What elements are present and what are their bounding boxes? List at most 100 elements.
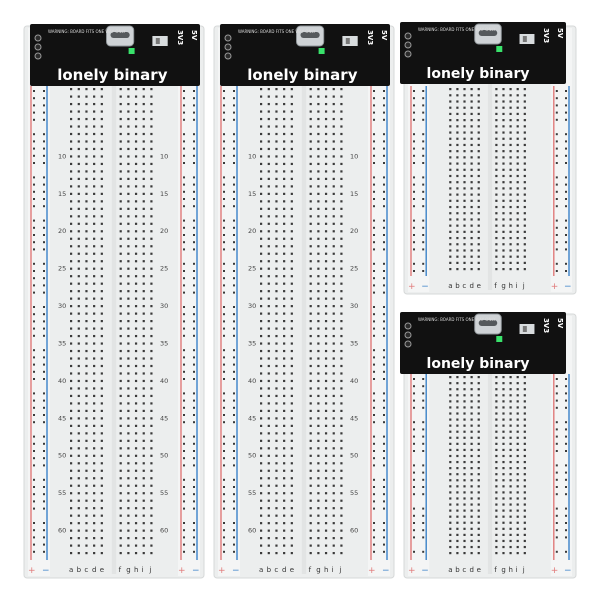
terminal-hole bbox=[100, 230, 103, 233]
terminal-hole bbox=[309, 537, 312, 540]
rail-hole bbox=[555, 442, 558, 445]
terminal-hole bbox=[332, 267, 335, 270]
terminal-hole bbox=[275, 140, 278, 143]
terminal-hole bbox=[502, 224, 505, 227]
terminal-hole bbox=[516, 521, 519, 524]
terminal-hole bbox=[290, 447, 293, 450]
terminal-hole bbox=[77, 387, 80, 390]
rail-hole bbox=[373, 154, 375, 157]
rail-hole bbox=[43, 320, 45, 323]
terminal-hole bbox=[119, 297, 122, 300]
rail-hole bbox=[43, 457, 45, 460]
terminal-hole bbox=[150, 537, 153, 540]
terminal-hole bbox=[470, 255, 473, 258]
terminal-hole bbox=[267, 297, 270, 300]
terminal-hole bbox=[127, 372, 130, 375]
terminal-hole bbox=[267, 477, 270, 480]
terminal-hole bbox=[309, 454, 312, 457]
terminal-hole bbox=[150, 282, 153, 285]
terminal-hole bbox=[317, 529, 320, 532]
rail-hole bbox=[223, 226, 225, 229]
terminal-hole bbox=[502, 442, 505, 445]
terminal-hole bbox=[495, 168, 498, 171]
terminal-hole bbox=[85, 387, 88, 390]
rail-hole bbox=[193, 205, 195, 208]
rail-hole bbox=[43, 507, 45, 510]
terminal-hole bbox=[150, 417, 153, 420]
rail-hole bbox=[422, 190, 425, 193]
terminal-hole bbox=[332, 387, 335, 390]
terminal-hole bbox=[283, 88, 286, 91]
terminal-hole bbox=[516, 388, 519, 391]
terminal-hole bbox=[275, 110, 278, 113]
terminal-hole bbox=[309, 222, 312, 225]
terminal-hole bbox=[502, 430, 505, 433]
terminal-hole bbox=[267, 252, 270, 255]
terminal-hole bbox=[463, 94, 466, 97]
terminal-hole bbox=[150, 484, 153, 487]
terminal-hole bbox=[134, 237, 138, 240]
terminal-hole bbox=[449, 388, 452, 391]
terminal-hole bbox=[119, 537, 122, 540]
rail-hole bbox=[223, 291, 225, 294]
rail-hole bbox=[43, 248, 45, 251]
rail-hole bbox=[223, 234, 225, 236]
terminal-hole bbox=[317, 552, 320, 555]
terminal-hole bbox=[332, 499, 335, 502]
rail-hole bbox=[223, 543, 225, 546]
terminal-hole bbox=[85, 170, 88, 173]
rail-hole bbox=[422, 421, 425, 424]
terminal-hole bbox=[502, 539, 505, 543]
terminal-hole bbox=[260, 222, 263, 225]
terminal-hole bbox=[332, 484, 335, 487]
terminal-hole bbox=[127, 454, 130, 457]
rail-hole bbox=[233, 313, 235, 316]
rail-hole bbox=[373, 543, 375, 546]
terminal-hole bbox=[260, 192, 263, 195]
terminal-hole bbox=[77, 305, 80, 308]
terminal-hole bbox=[317, 297, 320, 300]
terminal-hole bbox=[290, 320, 293, 323]
terminal-hole bbox=[332, 424, 335, 427]
rail-hole bbox=[383, 493, 385, 496]
terminal-hole bbox=[70, 484, 73, 487]
terminal-hole bbox=[463, 224, 466, 227]
terminal-hole bbox=[142, 192, 145, 195]
terminal-hole bbox=[523, 112, 526, 116]
terminal-hole bbox=[509, 261, 512, 264]
terminal-hole bbox=[127, 162, 130, 166]
terminal-hole bbox=[142, 267, 145, 270]
terminal-hole bbox=[477, 491, 480, 494]
terminal-hole bbox=[324, 439, 328, 442]
terminal-hole bbox=[332, 394, 335, 398]
terminal-hole bbox=[119, 170, 122, 173]
terminal-hole bbox=[283, 469, 286, 472]
rail-hole bbox=[43, 241, 45, 244]
terminal-hole bbox=[267, 95, 270, 98]
rail-hole bbox=[233, 104, 235, 107]
rail-hole bbox=[413, 154, 415, 157]
terminal-hole bbox=[456, 467, 459, 470]
terminal-hole bbox=[85, 522, 88, 525]
rail-hole bbox=[183, 349, 185, 352]
terminal-hole bbox=[119, 529, 122, 532]
terminal-hole bbox=[470, 442, 473, 445]
rail-hole bbox=[43, 162, 45, 164]
terminal-hole bbox=[332, 379, 335, 383]
terminal-hole bbox=[502, 150, 505, 153]
terminal-hole bbox=[142, 379, 145, 383]
row-number-label: 25 bbox=[350, 265, 358, 273]
terminal-hole bbox=[456, 193, 459, 196]
terminal-hole bbox=[119, 462, 122, 465]
terminal-hole bbox=[100, 447, 103, 450]
rail-hole bbox=[383, 97, 385, 100]
rail-hole bbox=[413, 421, 415, 424]
terminal-hole bbox=[142, 334, 145, 338]
terminal-hole bbox=[283, 102, 286, 106]
terminal-hole bbox=[516, 100, 519, 103]
terminal-hole bbox=[516, 424, 519, 427]
column-letter: h bbox=[508, 282, 512, 290]
rail-hole bbox=[193, 234, 195, 236]
terminal-hole bbox=[93, 237, 96, 240]
terminal-hole bbox=[77, 499, 80, 502]
